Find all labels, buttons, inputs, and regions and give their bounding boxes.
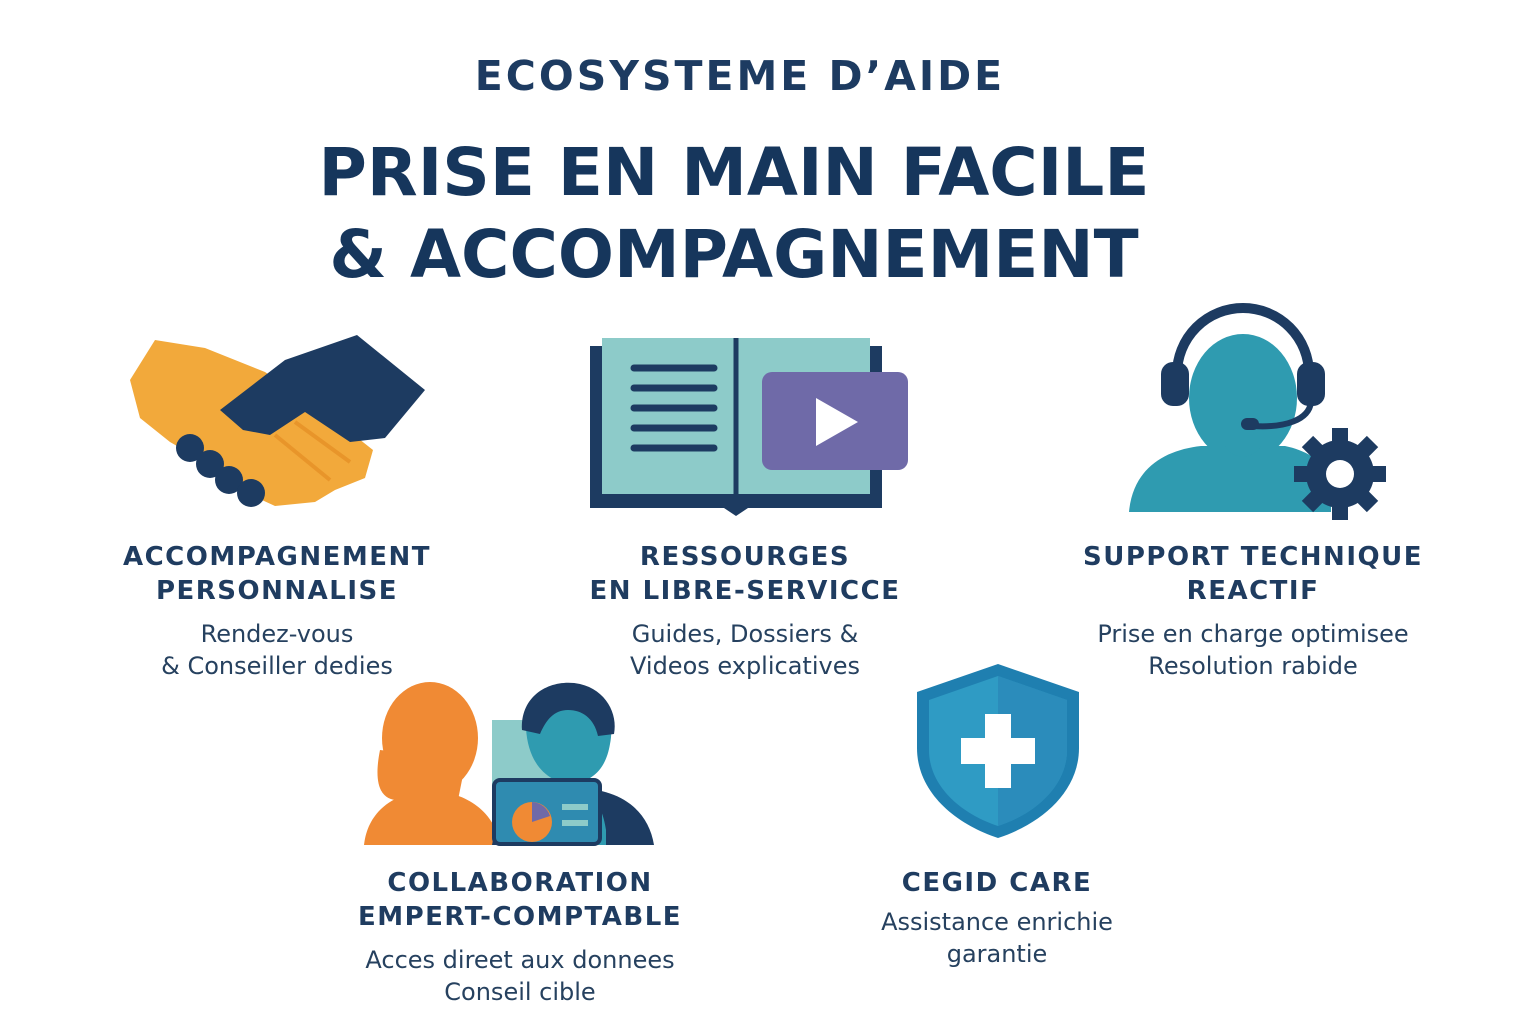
card-title-line1: SUPPORT TECHNIQUE	[1083, 542, 1423, 572]
shield-cross-icon	[917, 664, 1079, 838]
card-desc-line2: Videos explicatives	[630, 652, 860, 680]
support-agent-gear-icon	[1129, 303, 1386, 520]
card-title-line1: ACCOMPAGNEMENT	[122, 542, 432, 572]
card-desc-line2: Conseil cible	[444, 978, 596, 1006]
card-title-line1: CEGID CARE	[901, 868, 1093, 898]
card-title-line2: EN LIBRE-SERVICCE	[589, 576, 901, 606]
card-title-line2: EMPERT-COMPTABLE	[357, 902, 683, 932]
page-title-line1: PRISE EN MAIN FACILE	[318, 134, 1150, 211]
card-desc-support: Prise en charge optimisee Resolution rab…	[1053, 618, 1453, 682]
card-title-line2: REACTIF	[1186, 576, 1320, 606]
page-title-line2: & ACCOMPAGNEMENT	[329, 216, 1139, 293]
card-title-line1: RESSOURGES	[639, 542, 851, 572]
book-video-icon	[590, 338, 908, 516]
card-desc-line1: Assistance enrichie	[881, 908, 1113, 936]
card-title-line1: COLLABORATION	[387, 868, 653, 898]
handshake-icon	[130, 335, 425, 507]
card-title-accompagnement: ACCOMPAGNEMENT PERSONNALISE	[87, 540, 467, 608]
card-desc-cegid-care: Assistance enrichie garantie	[797, 906, 1197, 970]
card-title-collaboration: COLLABORATION EMPERT-COMPTABLE	[320, 866, 720, 934]
card-desc-line2: & Conseiller dedies	[161, 652, 393, 680]
card-desc-line1: Guides, Dossiers &	[631, 620, 859, 648]
card-desc-line1: Acces direet aux donnees	[365, 946, 675, 974]
card-desc-line2: Resolution rabide	[1148, 652, 1358, 680]
card-desc-collaboration: Acces direet aux donnees Conseil cible	[320, 944, 720, 1008]
card-desc-accompagnement: Rendez-vous & Conseiller dedies	[87, 618, 467, 682]
card-desc-line1: Prise en charge optimisee	[1097, 620, 1409, 648]
card-desc-line1: Rendez-vous	[200, 620, 354, 648]
collaboration-people-icon	[364, 682, 654, 846]
card-title-ressources: RESSOURGES EN LIBRE-SERVICCE	[545, 540, 945, 608]
card-title-line2: PERSONNALISE	[155, 576, 399, 606]
card-desc-line2: garantie	[946, 940, 1048, 968]
card-title-cegid-care: CEGID CARE	[797, 866, 1197, 900]
card-title-support: SUPPORT TECHNIQUE REACTIF	[1053, 540, 1453, 608]
eyebrow-title: ECOSYSTEME D’AIDE	[474, 52, 1006, 100]
card-desc-ressources: Guides, Dossiers & Videos explicatives	[545, 618, 945, 682]
